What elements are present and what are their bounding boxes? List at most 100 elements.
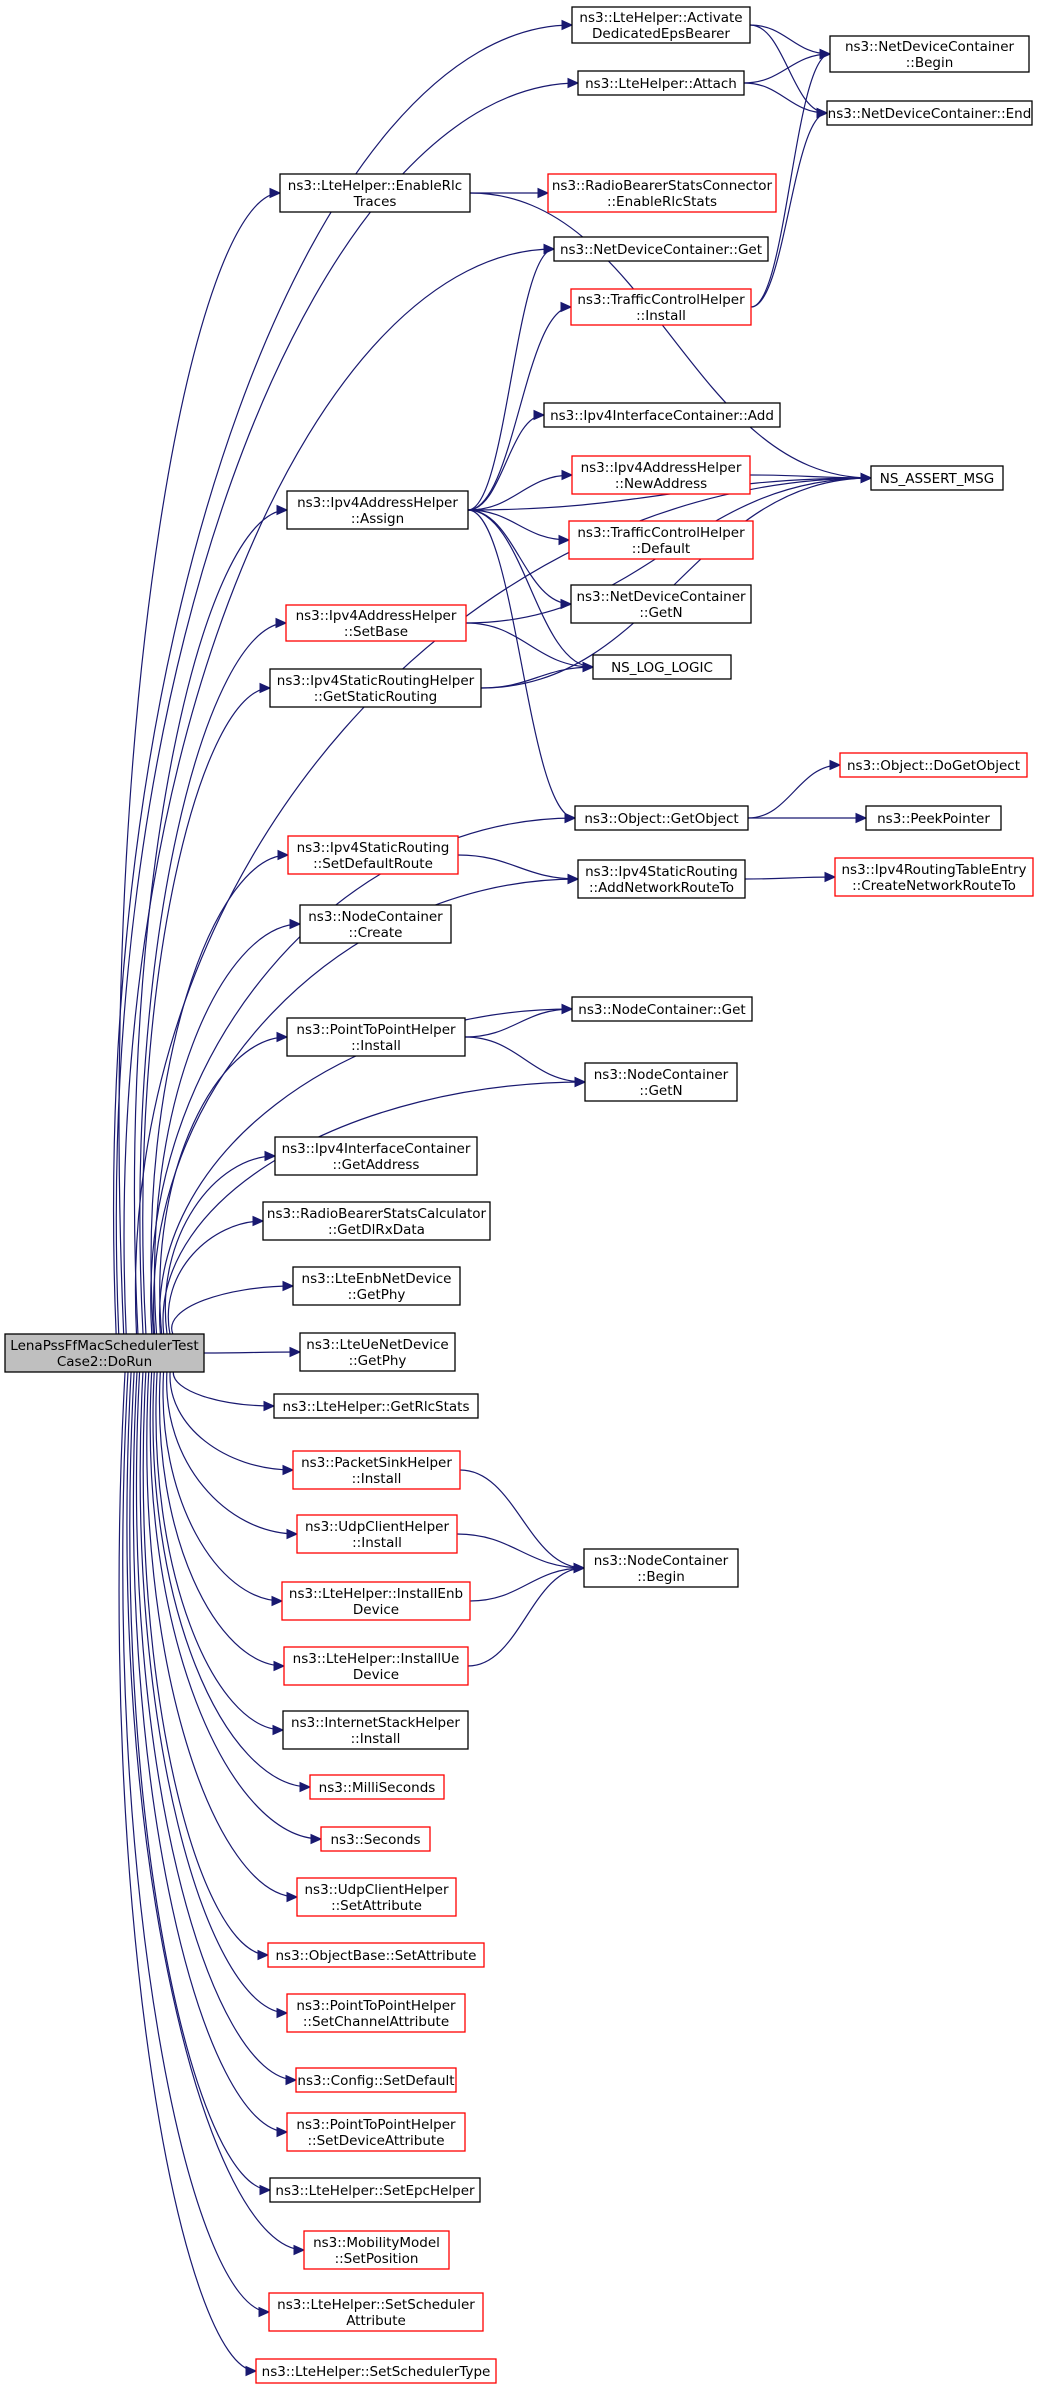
node-n32[interactable]: ns3::LteHelper::GetRlcStats (273, 1393, 479, 1419)
node-box (287, 835, 459, 875)
node-n26[interactable]: ns3::PointToPointHelper::Install (286, 1017, 466, 1057)
edge-root-to-n15 (139, 617, 288, 1335)
node-n9[interactable]: ns3::Ipv4InterfaceContainer::Add (543, 402, 781, 428)
node-n3[interactable]: ns3::NetDeviceContainer::Begin (829, 35, 1030, 73)
node-label: ::Install (352, 1471, 402, 1487)
node-n34[interactable]: ns3::UdpClientHelper::Install (296, 1514, 458, 1554)
node-label: ::SetDeviceAttribute (307, 2133, 444, 2149)
node-box (286, 1017, 466, 1057)
node-label: ns3::Config::SetDefault (297, 2073, 454, 2089)
edge-n33-to-n35 (459, 1469, 586, 1574)
node-n28[interactable]: ns3::Ipv4InterfaceContainer::GetAddress (274, 1136, 478, 1176)
node-n23[interactable]: ns3::Ipv4RoutingTableEntry::CreateNetwor… (834, 857, 1034, 897)
node-n38[interactable]: ns3::InternetStackHelper::Install (282, 1710, 469, 1750)
node-n17[interactable]: ns3::Ipv4StaticRoutingHelper::GetStaticR… (269, 668, 482, 708)
node-n29[interactable]: ns3::RadioBearerStatsCalculator::GetDlRx… (262, 1201, 491, 1241)
node-box (255, 2358, 497, 2384)
node-n31[interactable]: ns3::LteUeNetDevice::GetPhy (299, 1332, 456, 1372)
node-label: ::GetPhy (348, 1287, 406, 1303)
node-n8[interactable]: ns3::TrafficControlHelper::Install (570, 288, 752, 326)
edge-n19-to-n18 (747, 759, 842, 819)
edge-n37-to-n35 (467, 1562, 586, 1667)
node-n19[interactable]: ns3::Object::GetObject (574, 805, 749, 831)
node-n25[interactable]: ns3::NodeContainer::Get (571, 996, 753, 1022)
edge-root-to-n45 (132, 1371, 289, 2138)
node-label: Case2::DoRun (57, 1354, 152, 1370)
edge-root-to-n38 (155, 1371, 285, 1736)
edge-root-to-n41 (146, 1371, 299, 1903)
node-label: ::GetN (639, 1083, 682, 1099)
node-box (279, 173, 471, 213)
edge-n12-to-n13 (467, 509, 571, 546)
node-n20[interactable]: ns3::PeekPointer (865, 805, 1002, 831)
node-label: ns3::NodeContainer (594, 1553, 729, 1569)
node-n13[interactable]: ns3::TrafficControlHelper::Default (568, 520, 754, 560)
node-label: ns3::LteHelper::InstallUe (293, 1651, 460, 1667)
edge-root-to-n12 (133, 504, 289, 1335)
node-n35[interactable]: ns3::NodeContainer::Begin (583, 1548, 739, 1588)
node-box (292, 1266, 461, 1306)
nodes-layer: LenaPssFfMacSchedulerTestCase2::DoRunns3… (4, 6, 1034, 2384)
node-n45[interactable]: ns3::PointToPointHelper::SetDeviceAttrib… (286, 2112, 466, 2152)
node-n4[interactable]: ns3::NetDeviceContainer::End (826, 100, 1033, 126)
edge-n19-to-n20 (748, 812, 868, 824)
node-n14[interactable]: ns3::NetDeviceContainer::GetN (570, 584, 752, 624)
node-n7[interactable]: ns3::NetDeviceContainer::Get (553, 236, 769, 262)
node-label: ::GetAddress (333, 1157, 420, 1173)
edge-root-to-n36 (162, 1371, 284, 1607)
node-label: ns3::LteEnbNetDevice (302, 1271, 452, 1287)
node-label: Device (353, 1602, 399, 1618)
node-n12[interactable]: ns3::Ipv4AddressHelper::Assign (286, 490, 469, 530)
node-n41[interactable]: ns3::UdpClientHelper::SetAttribute (296, 1877, 457, 1917)
node-n6[interactable]: ns3::RadioBearerStatsConnector::EnableRl… (547, 173, 777, 213)
node-n21[interactable]: ns3::Ipv4StaticRouting::SetDefaultRoute (287, 835, 459, 875)
edge-root-to-n31 (203, 1346, 302, 1358)
node-n43[interactable]: ns3::PointToPointHelper::SetChannelAttri… (286, 1993, 466, 2033)
node-n11[interactable]: NS_ASSERT_MSG (870, 465, 1004, 491)
node-label: ns3::LteHelper::SetEpcHelper (275, 2183, 475, 2199)
node-label: ns3::LteHelper::EnableRlc (288, 178, 462, 194)
edge-n12-to-n8 (467, 301, 573, 511)
node-label: ::SetAttribute (331, 1898, 422, 1914)
node-n27[interactable]: ns3::NodeContainer::GetN (584, 1062, 738, 1102)
node-box (309, 1774, 445, 1800)
node-n15[interactable]: ns3::Ipv4AddressHelper::SetBase (285, 604, 467, 642)
node-label: Traces (353, 194, 397, 210)
node-n16[interactable]: NS_LOG_LOGIC (592, 654, 732, 680)
node-n47[interactable]: ns3::MobilityModel::SetPosition (303, 2230, 450, 2270)
node-label: ns3::Ipv4AddressHelper (297, 495, 458, 511)
node-n22[interactable]: ns3::Ipv4StaticRouting::AddNetworkRouteT… (577, 859, 746, 899)
node-label: ns3::Seconds (331, 1832, 421, 1848)
node-n44[interactable]: ns3::Config::SetDefault (295, 2067, 457, 2093)
node-label: ns3::RadioBearerStatsCalculator (267, 1206, 487, 1222)
node-n49[interactable]: ns3::LteHelper::SetSchedulerType (255, 2358, 497, 2384)
node-n10[interactable]: ns3::Ipv4AddressHelper::NewAddress (571, 455, 751, 495)
node-n39[interactable]: ns3::MilliSeconds (309, 1774, 445, 1800)
node-n33[interactable]: ns3::PacketSinkHelper::Install (292, 1450, 461, 1490)
node-n24[interactable]: ns3::NodeContainer::Create (299, 904, 452, 944)
edge-root-to-n42 (142, 1371, 270, 1961)
edge-n8-to-n3 (750, 48, 832, 308)
node-n30[interactable]: ns3::LteEnbNetDevice::GetPhy (292, 1266, 461, 1306)
node-label: ns3::Ipv4AddressHelper (581, 460, 742, 476)
node-label: ns3::PacketSinkHelper (301, 1455, 452, 1471)
node-box (870, 465, 1004, 491)
node-box (592, 654, 732, 680)
node-label: ::SetDefaultRoute (313, 856, 433, 872)
node-n42[interactable]: ns3::ObjectBase::SetAttribute (267, 1942, 485, 1968)
node-box (295, 2067, 457, 2093)
node-box (299, 904, 452, 944)
node-n18[interactable]: ns3::Object::DoGetObject (839, 752, 1028, 778)
node-n2[interactable]: ns3::LteHelper::Attach (577, 70, 745, 96)
node-label: ::GetDlRxData (328, 1222, 425, 1238)
node-n1[interactable]: ns3::LteHelper::ActivateDedicatedEpsBear… (571, 6, 751, 44)
node-n40[interactable]: ns3::Seconds (320, 1826, 431, 1852)
node-n46[interactable]: ns3::LteHelper::SetEpcHelper (269, 2177, 481, 2203)
node-box (839, 752, 1028, 778)
edge-root-to-n48 (122, 1371, 271, 2318)
